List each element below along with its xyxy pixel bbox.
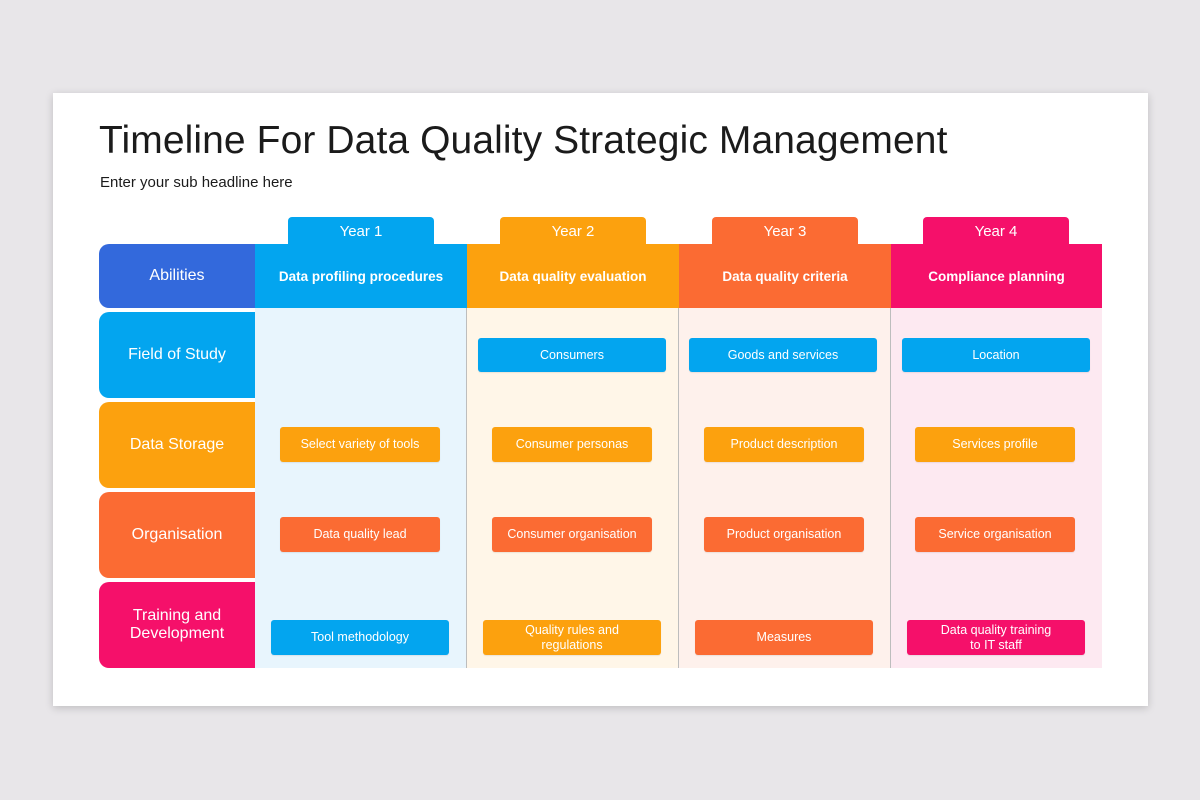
year-tab-4: Year 4: [923, 217, 1069, 246]
cell-organisation-year-1: Data quality lead: [280, 517, 440, 552]
column-divider: [466, 308, 467, 668]
year-tab-1: Year 1: [288, 217, 434, 246]
cell-line: Quality rules and: [525, 623, 619, 638]
row-label-training-and-development: Training and Development: [99, 582, 255, 668]
year-1-heading: Data profiling procedures: [255, 244, 467, 308]
cell-organisation-year-3: Product organisation: [704, 517, 864, 552]
cell-line: to IT staff: [970, 637, 1022, 652]
page-subtitle: Enter your sub headline here: [100, 174, 293, 191]
cell-field-of-study-year-2: Consumers: [478, 338, 666, 372]
row-label-field-of-study: Field of Study: [99, 312, 255, 398]
cell-data-storage-year-4: Services profile: [915, 427, 1075, 462]
slide: Timeline For Data Quality Strategic Mana…: [53, 93, 1148, 706]
cell-line: Data quality training: [940, 623, 1052, 638]
column-tint-year-1: [255, 308, 467, 668]
cell-data-storage-year-2: Consumer personas: [492, 427, 652, 462]
abilities-header: Abilities: [99, 244, 255, 308]
year-2-heading: Data quality evaluation: [467, 244, 679, 308]
cell-organisation-year-2: Consumer organisation: [492, 517, 652, 552]
year-4-heading: Compliance planning: [891, 244, 1102, 308]
cell-data-storage-year-3: Product description: [704, 427, 864, 462]
cell-field-of-study-year-4: Location: [902, 338, 1090, 372]
cell-training-year-3: Measures: [695, 620, 873, 655]
year-tab-3: Year 3: [712, 217, 858, 246]
cell-line: regulations: [541, 637, 603, 652]
page-title: Timeline For Data Quality Strategic Mana…: [99, 119, 948, 162]
cell-data-storage-year-1: Select variety of tools: [280, 427, 440, 462]
cell-training-year-1: Tool methodology: [271, 620, 449, 655]
row-label-data-storage: Data Storage: [99, 402, 255, 488]
year-3-heading: Data quality criteria: [679, 244, 891, 308]
column-divider: [890, 308, 891, 668]
column-divider: [678, 308, 679, 668]
cell-training-year-2: Quality rules and regulations: [483, 620, 661, 655]
row-label-line: Training and: [132, 606, 222, 624]
cell-training-year-4: Data quality training to IT staff: [907, 620, 1085, 655]
year-tab-2: Year 2: [500, 217, 646, 246]
row-label-line: Development: [129, 625, 225, 642]
cell-field-of-study-year-3: Goods and services: [689, 338, 877, 372]
row-label-organisation: Organisation: [99, 492, 255, 578]
cell-organisation-year-4: Service organisation: [915, 517, 1075, 552]
